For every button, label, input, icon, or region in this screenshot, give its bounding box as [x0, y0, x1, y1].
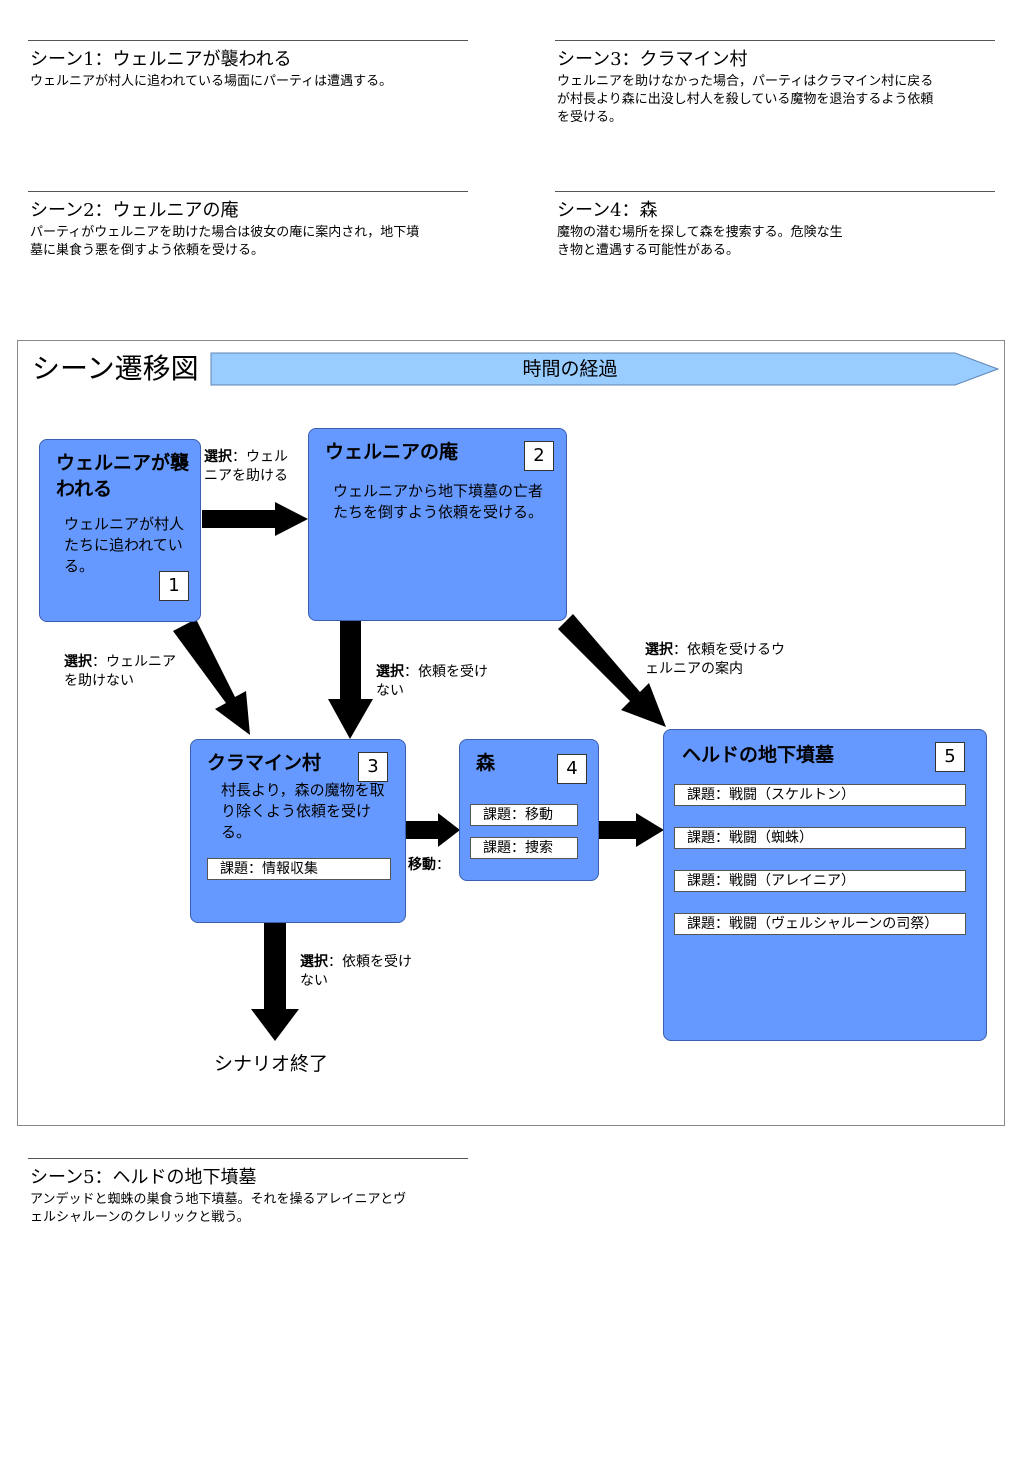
edge-label-2-to-3: 選択：依頼を受けない	[376, 663, 490, 701]
edge-label-text: ：	[436, 857, 450, 873]
task-combat-spider: 課題：戦闘（蜘蛛）	[674, 827, 966, 849]
node-title: ヘルドの地下墳墓	[682, 744, 835, 766]
edge-label-text: ：依頼を受けるウェルニアの案内	[645, 642, 785, 677]
node-number: 4	[557, 754, 587, 784]
arrow-4-to-5	[598, 813, 664, 847]
arrow-2-to-3	[328, 621, 373, 739]
timeline-arrow	[210, 352, 1000, 386]
edge-label-3-to-end: 選択：依頼を受けない	[300, 953, 414, 991]
scene-title: シーン1：ウェルニアが襲われる	[30, 49, 292, 70]
scenario-end-label: シナリオ終了	[214, 1053, 329, 1075]
scene-node-1[interactable]: ウェルニアが襲われる ウェルニアが村人たちに追われている。 1	[39, 439, 201, 622]
scene-transition-diagram: シーン遷移図 時間の経過 ウェルニアが襲われる ウェルニアが村人たちに追われてい…	[17, 340, 1005, 1126]
arrow-3-to-end	[251, 923, 299, 1041]
task-info-gathering: 課題：情報収集	[207, 858, 391, 880]
edge-label-text: ：依頼を受けない	[300, 954, 412, 989]
task-combat-priest: 課題：戦闘（ヴェルシャルーンの司祭）	[674, 913, 966, 935]
edge-label-text: ：ウェルニアを助ける	[204, 449, 288, 484]
scene-title: シーン3：クラマイン村	[557, 49, 748, 70]
edge-label-bold: 選択	[204, 449, 232, 465]
scene-node-2[interactable]: ウェルニアの庵 2 ウェルニアから地下墳墓の亡者たちを倒すよう依頼を受ける。	[308, 428, 567, 621]
task-search: 課題：捜索	[470, 837, 578, 859]
diagram-title: シーン遷移図	[32, 352, 199, 385]
edge-label-bold: 選択	[376, 664, 404, 680]
scene-5: シーン5：ヘルドの地下墳墓 アンデッドと蜘蛛の巣食う地下墳墓。それを操るアレイニ…	[28, 1158, 468, 1227]
node-number: 1	[159, 571, 189, 601]
edge-label-3-to-4: 移動：	[408, 856, 450, 875]
scene-title: シーン2：ウェルニアの庵	[30, 200, 239, 221]
node-title: ウェルニアが襲われる	[56, 452, 190, 500]
task-combat-skeleton: 課題：戦闘（スケルトン）	[674, 784, 966, 806]
node-number: 5	[935, 742, 965, 772]
scene-description: パーティがウェルニアを助けた場合は彼女の庵に案内され，地下墳墓に巣食う悪を倒すよ…	[30, 225, 420, 258]
scene-title: シーン5：ヘルドの地下墳墓	[30, 1167, 257, 1188]
scene-3: シーン3：クラマイン村 ウェルニアを助けなかった場合，パーティはクラマイン村に戻…	[555, 40, 995, 127]
scene-description: ウェルニアを助けなかった場合，パーティはクラマイン村に戻るが村長より森に出没し村…	[557, 74, 934, 125]
scene-1: シーン1：ウェルニアが襲われる ウェルニアが村人に追われている場面にパーティは遭…	[28, 40, 468, 91]
scene-2: シーン2：ウェルニアの庵 パーティがウェルニアを助けた場合は彼女の庵に案内され，…	[28, 191, 468, 260]
node-title: クラマイン村	[207, 752, 322, 774]
arrow-1-to-3	[173, 619, 250, 735]
scene-node-5[interactable]: ヘルドの地下墳墓 5 課題：戦闘（スケルトン） 課題：戦闘（蜘蛛） 課題：戦闘（…	[663, 729, 987, 1041]
edge-label-text: ：依頼を受けない	[376, 664, 488, 699]
node-title: 森	[476, 752, 496, 774]
node-number: 3	[358, 752, 388, 782]
scene-node-4[interactable]: 森 4 課題：移動 課題：捜索	[459, 739, 599, 881]
scene-description: ウェルニアが村人に追われている場面にパーティは遭遇する。	[30, 74, 393, 89]
scene-title: シーン4：森	[557, 200, 658, 221]
transition-arrows	[173, 502, 666, 1041]
node-description: ウェルニアから地下墳墓の亡者たちを倒すよう依頼を受ける。	[333, 482, 544, 521]
node-title: ウェルニアの庵	[325, 441, 459, 463]
scene-node-3[interactable]: クラマイン村 3 村長より，森の魔物を取り除くよう依頼を受ける。 課題：情報収集	[190, 739, 406, 923]
scene-4: シーン4：森 魔物の潜む場所を探して森を捜索する。危険な生き物と遭遇する可能性が…	[555, 191, 995, 260]
edge-label-text: ：ウェルニアを助けない	[64, 654, 176, 689]
edge-label-bold: 選択	[64, 654, 92, 670]
node-description: ウェルニアが村人たちに追われている。	[64, 515, 185, 575]
scene-description: 魔物の潜む場所を探して森を捜索する。危険な生き物と遭遇する可能性がある。	[557, 225, 843, 258]
arrow-2-to-5	[558, 614, 666, 727]
edge-label-1-to-2: 選択：ウェルニアを助ける	[204, 448, 300, 486]
edge-label-bold: 選択	[300, 954, 328, 970]
edge-label-1-to-3: 選択：ウェルニアを助けない	[64, 653, 188, 691]
scene-description: アンデッドと蜘蛛の巣食う地下墳墓。それを操るアレイニアとヴェルシャルーンのクレリ…	[30, 1192, 407, 1225]
edge-label-bold: 移動	[408, 857, 436, 873]
task-combat-areinia: 課題：戦闘（アレイニア）	[674, 870, 966, 892]
arrow-1-to-2	[202, 502, 308, 536]
edge-label-2-to-5: 選択：依頼を受けるウェルニアの案内	[645, 641, 787, 679]
edge-label-bold: 選択	[645, 642, 673, 658]
timeline-label: 時間の経過	[522, 358, 618, 380]
arrow-3-to-4	[404, 813, 460, 847]
task-movement: 課題：移動	[470, 804, 578, 826]
node-number: 2	[524, 441, 554, 471]
node-description: 村長より，森の魔物を取り除くよう依頼を受ける。	[221, 781, 385, 841]
